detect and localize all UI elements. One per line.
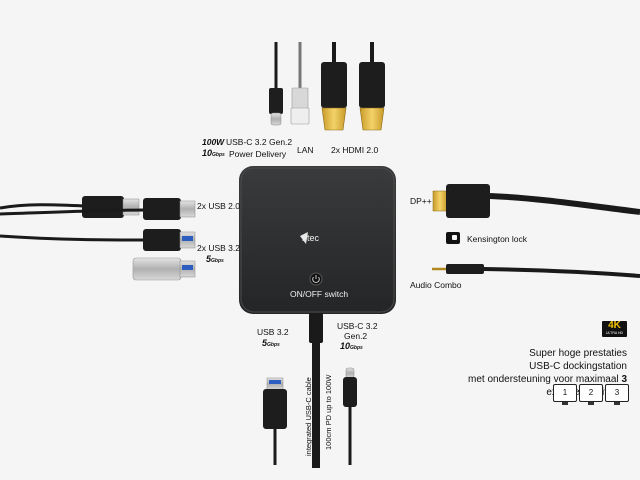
dp-label: DP++	[410, 196, 432, 206]
4k-badge-main: 4K	[608, 320, 621, 331]
4k-badge-sub: ULTRA HD	[605, 331, 624, 335]
usbc-bottom-speed-badge: 10Gbps	[340, 341, 363, 351]
promo-text: Super hoge prestaties USB-C dockingstati…	[468, 347, 627, 399]
usbc-bottom-speed-unit: Gbps	[350, 345, 363, 351]
promo-line-3-text: met ondersteuning voor maximaal	[468, 374, 622, 385]
cable-label-2: 100cm PD up to 100W	[324, 374, 333, 450]
kensington-label: Kensington lock	[467, 234, 528, 244]
power-speed-unit: Gbps	[212, 152, 225, 158]
usb32-bottom-speed-value: 5	[262, 338, 268, 348]
usbc-bottom-label-2: Gen.2	[344, 331, 368, 341]
usb32-bottom-speed-unit: Gbps	[267, 342, 280, 348]
usb32-left-label: 2x USB 3.2	[197, 243, 240, 253]
lan-label: LAN	[297, 145, 314, 155]
usb32-cable-1	[0, 229, 196, 251]
integrated-usbc-cable	[309, 313, 323, 468]
power-port-label: USB-C 3.2 Gen.2	[226, 137, 293, 147]
promo-line-3: met ondersteuning voor maximaal 3	[468, 373, 627, 386]
promo-line-2: USB-C dockingstation	[529, 361, 627, 372]
promo-line-4: externe monitoren	[468, 386, 627, 399]
monitor-2-icon: 2	[579, 384, 603, 405]
usb20-label: 2x USB 2.0	[197, 201, 240, 211]
usb32-left-speed-value: 5	[206, 254, 212, 264]
power-watt-label: 100W	[202, 137, 225, 147]
lan-cable	[290, 42, 310, 125]
audio-jack-cable	[432, 264, 640, 278]
4k-badge: 4K ULTRA HD	[602, 321, 627, 337]
promo-line-3-number: 3	[621, 374, 627, 385]
usbc-bottom-label-1: USB-C 3.2	[337, 321, 378, 331]
kensington-lock-icon	[446, 232, 460, 244]
usb32-bottom-label: USB 3.2	[257, 327, 289, 337]
power-delivery-label: Power Delivery	[229, 149, 287, 159]
switch-label: ON/OFF switch	[290, 289, 349, 299]
hdmi-label: 2x HDMI 2.0	[331, 145, 379, 155]
usb32-flash-drive	[132, 257, 196, 281]
promo-line-1: Super hoge prestaties	[529, 348, 627, 359]
usbc-power-cable	[269, 42, 283, 126]
usb32-left-speed-unit: Gbps	[211, 258, 224, 264]
device-brand: i-tec	[302, 233, 320, 243]
usb32-bottom-cable	[263, 377, 287, 465]
cable-label-1: integrated USB-C cable	[304, 377, 313, 456]
hdmi-cable-1	[321, 42, 347, 131]
docking-station-body	[239, 166, 396, 314]
power-speed-value: 10	[202, 148, 213, 158]
usb20-cable-2	[0, 198, 196, 220]
usb32-left-speed-badge: 5Gbps	[206, 254, 224, 264]
power-speed-badge: 10Gbps	[202, 148, 225, 158]
usbc-bottom-cable	[343, 367, 357, 465]
hdmi-cable-2	[359, 42, 385, 131]
i-tec-logo	[300, 232, 308, 244]
usbc-bottom-speed-value: 10	[340, 341, 351, 351]
monitor-3-icon: 3	[605, 384, 629, 405]
displayport-cable	[432, 184, 640, 218]
power-button[interactable]	[309, 272, 323, 286]
audio-label: Audio Combo	[410, 280, 462, 290]
usb32-bottom-speed-badge: 5Gbps	[262, 338, 280, 348]
monitor-1-icon: 1	[553, 384, 577, 405]
